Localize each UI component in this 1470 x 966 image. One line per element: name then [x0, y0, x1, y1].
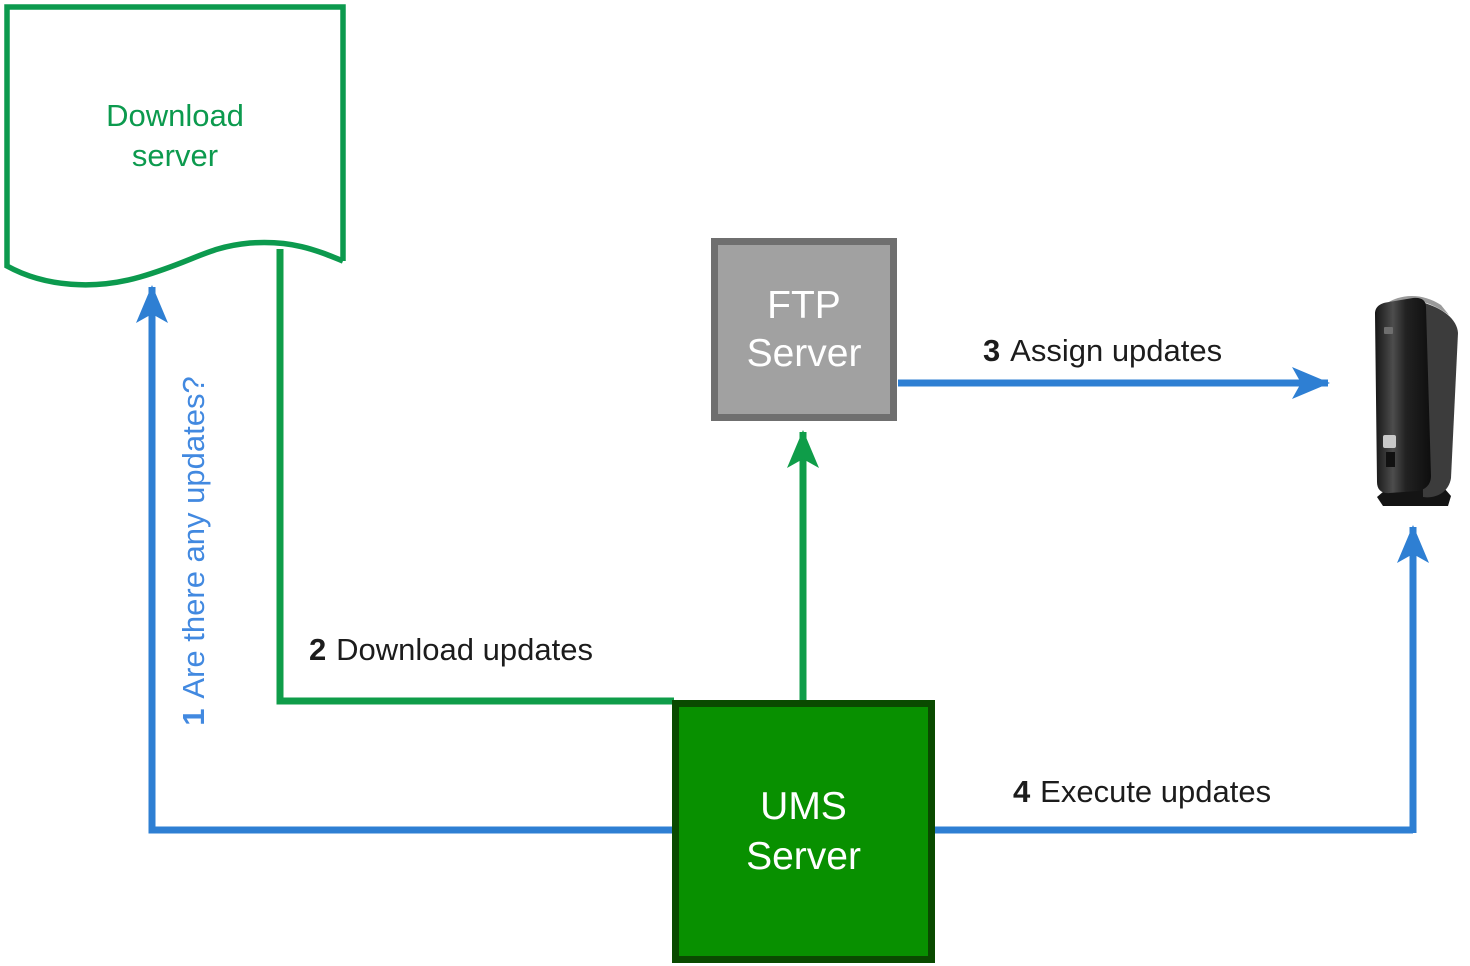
- step3-label: 3 Assign updates: [983, 333, 1222, 369]
- ftp-server-label: FTP Server: [746, 283, 862, 375]
- device-label-badge: [1383, 435, 1396, 448]
- step3-number: 3: [983, 333, 1001, 368]
- thin-client-tower-icon: [1375, 295, 1458, 506]
- step4-label: 4 Execute updates: [1013, 774, 1271, 810]
- step2-number: 2: [309, 632, 327, 667]
- step1-number: 1: [176, 708, 211, 726]
- download-server-document-shape: [4, 4, 346, 288]
- step2-connector-line: [276, 249, 674, 705]
- step2-text: Download updates: [336, 632, 593, 667]
- step1-label: 1 Are there any updates?: [176, 341, 216, 761]
- ftp-server-node: FTP Server: [711, 238, 897, 421]
- device-drive-slot: [1386, 452, 1395, 467]
- device-logo: [1384, 327, 1393, 334]
- step2-label: 2 Download updates: [309, 632, 593, 668]
- step3-text: Assign updates: [1010, 333, 1223, 368]
- step1-text: Are there any updates?: [176, 376, 211, 699]
- device-side-panel: [1421, 302, 1458, 498]
- device-front-face: [1375, 297, 1431, 494]
- ums-server-label: UMS Server: [746, 784, 861, 878]
- ums-server-node: UMS Server: [672, 700, 935, 963]
- step4-number: 4: [1013, 774, 1031, 809]
- step4-text: Execute updates: [1040, 774, 1272, 809]
- download-server-label: Download server: [106, 98, 244, 173]
- step1-arrow: [136, 285, 1413, 834]
